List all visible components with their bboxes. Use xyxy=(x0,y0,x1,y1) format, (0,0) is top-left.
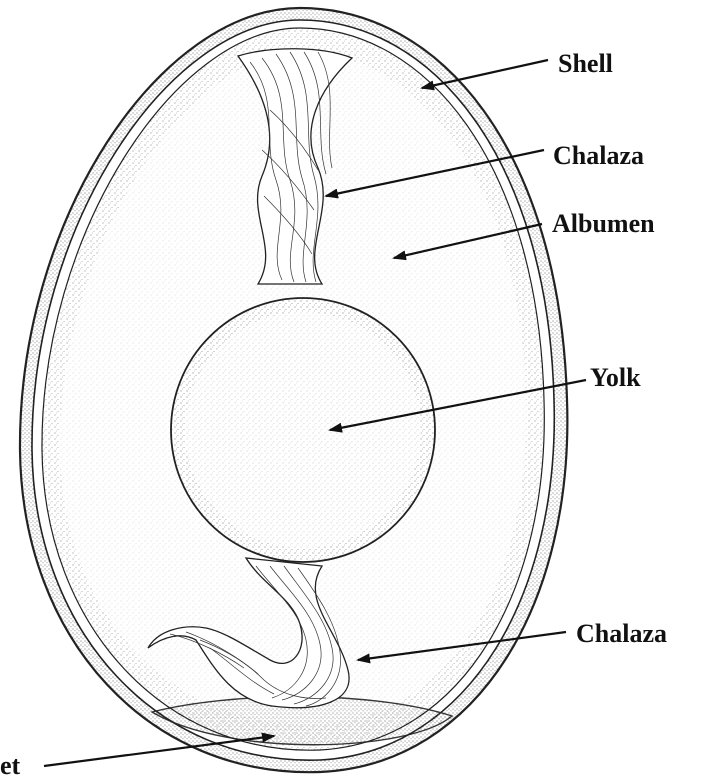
label-shell: Shell xyxy=(558,49,613,78)
label-chalaza-bottom: Chalaza xyxy=(576,619,667,648)
yolk-highlight xyxy=(185,312,421,548)
label-air-cell: et xyxy=(0,751,21,777)
label-chalaza-top: Chalaza xyxy=(553,141,644,170)
label-albumen: Albumen xyxy=(552,209,655,238)
label-yolk: Yolk xyxy=(590,363,641,392)
